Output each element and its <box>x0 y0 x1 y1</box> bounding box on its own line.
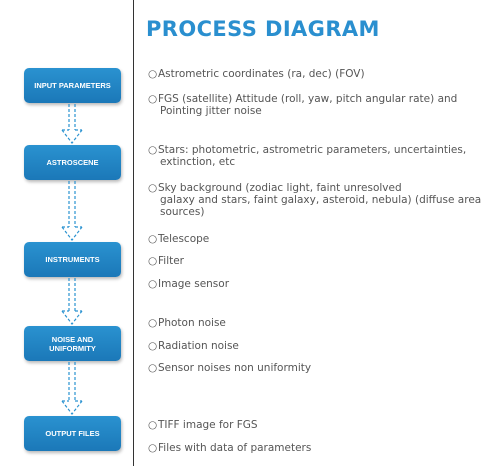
bullet-text: Sensor noises non uniformity <box>158 362 312 374</box>
connector-arrows <box>61 104 83 415</box>
bullet-marker: ○ <box>148 233 158 245</box>
diagram-title: PROCESS DIAGRAM <box>146 17 380 41</box>
bullet-text: Sky background (zodiac light, faint unre… <box>158 182 402 194</box>
bullet-text: Astrometric coordinates (ra, dec) (FOV) <box>158 68 365 80</box>
bullet-marker: ○ <box>148 362 158 374</box>
bullet-text: extinction, etc <box>160 156 236 168</box>
bullet-text: galaxy and stars, faint galaxy, asteroid… <box>160 194 482 206</box>
bullet-text: Files with data of parameters <box>158 442 312 454</box>
stage-output-files: OUTPUT FILES <box>24 416 121 451</box>
bullet-text: Photon noise <box>158 317 226 329</box>
bullet-text: FGS (satellite) Attitude (roll, yaw, pit… <box>158 93 458 105</box>
bullet-marker: ○ <box>148 419 158 431</box>
vertical-divider <box>133 0 134 466</box>
bullet-text: Filter <box>158 255 185 267</box>
bullet-marker: ○ <box>148 144 158 156</box>
bullet-text: Telescope <box>158 233 210 245</box>
bullet-marker: ○ <box>148 317 158 329</box>
arrow-input-to-astroscene <box>61 104 83 144</box>
arrow-astroscene-to-instruments <box>61 181 83 241</box>
bullet-text: sources) <box>160 206 205 218</box>
arrow-instruments-to-noise <box>61 278 83 325</box>
bullet-marker: ○ <box>148 68 158 80</box>
stage-astroscene: ASTROSCENE <box>24 145 121 180</box>
bullet-marker: ○ <box>148 442 158 454</box>
bullet-marker: ○ <box>148 255 158 267</box>
stage-noise-and-uniformity: NOISE AND UNIFORMITY <box>24 326 121 361</box>
bullet-text: Stars: photometric, astrometric paramete… <box>158 144 467 156</box>
bullet-text: Image sensor <box>158 278 230 290</box>
bullet-marker: ○ <box>148 182 158 194</box>
bullet-marker: ○ <box>148 278 158 290</box>
bullet-marker: ○ <box>148 340 158 352</box>
bullet-text: Pointing jitter noise <box>160 105 262 117</box>
stage-input-parameters: INPUT PARAMETERS <box>24 68 121 103</box>
bullet-text: TIFF image for FGS <box>158 419 258 431</box>
stage-instruments: INSTRUMENTS <box>24 242 121 277</box>
bullet-text: Radiation noise <box>158 340 239 352</box>
bullet-marker: ○ <box>148 93 158 105</box>
arrow-noise-to-output <box>61 362 83 415</box>
